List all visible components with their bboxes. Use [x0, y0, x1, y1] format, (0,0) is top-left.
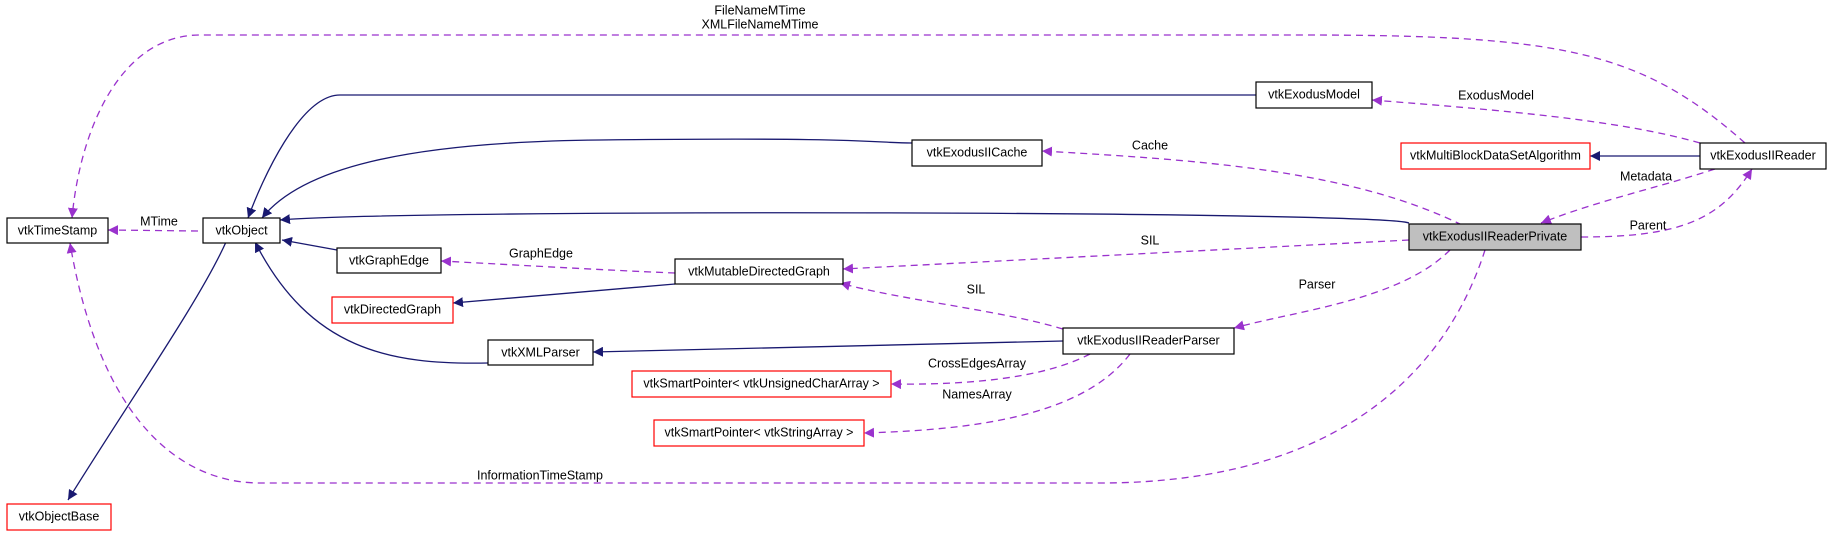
svg-text:vtkMutableDirectedGraph: vtkMutableDirectedGraph — [688, 264, 830, 278]
node-vtkgraphedge[interactable]: vtkGraphEdge — [336, 247, 442, 274]
svg-text:vtkSmartPointer< vtkUnsignedCh: vtkSmartPointer< vtkUnsignedCharArray > — [643, 376, 879, 390]
edge-object-mtime — [107, 225, 199, 236]
edge-mutabledirectedgraph-to-directedgraph — [452, 283, 676, 308]
label-filenamemtime: FileNameMTime — [714, 3, 805, 17]
node-vtkexodusiireaderparser[interactable]: vtkExodusIIReaderParser — [1062, 327, 1235, 355]
edge-readerparser-namesarray — [863, 353, 1131, 438]
node-vtktimestamp[interactable]: vtkTimeStamp — [6, 217, 109, 244]
node-vtksmartpointer-stringarray[interactable]: vtkSmartPointer< vtkStringArray > — [653, 419, 865, 447]
edge-exodusiireader-exodusmodel — [1371, 95, 1701, 144]
edge-mutablegraph-graphedge — [440, 256, 676, 274]
node-vtkobjectbase[interactable]: vtkObjectBase — [6, 503, 112, 531]
node-vtksmartpointer-unsignedchararray[interactable]: vtkSmartPointer< vtkUnsignedCharArray > — [631, 370, 892, 398]
svg-text:vtkTimeStamp: vtkTimeStamp — [18, 223, 97, 237]
edge-exodusiireader-filenamemtime — [67, 34, 1746, 219]
label-exodusmodel: ExodusModel — [1458, 88, 1534, 102]
node-vtkexodusiireader[interactable]: vtkExodusIIReader — [1699, 142, 1827, 170]
svg-text:vtkSmartPointer< vtkStringArra: vtkSmartPointer< vtkStringArray > — [665, 425, 854, 439]
label-graphedge: GraphEdge — [509, 246, 573, 260]
edge-readerparser-sil — [839, 280, 1064, 330]
svg-text:vtkExodusIIReader: vtkExodusIIReader — [1710, 148, 1816, 162]
node-vtkexodusmodel[interactable]: vtkExodusModel — [1255, 81, 1373, 109]
svg-text:vtkObject: vtkObject — [215, 223, 268, 237]
edge-readerprivate-informationtimestamp — [66, 242, 1486, 484]
label-mtime: MTime — [140, 214, 178, 228]
label-xmlfilenamemtime: XMLFileNameMTime — [702, 17, 819, 31]
label-cache: Cache — [1132, 138, 1168, 152]
label-sil-private: SIL — [1141, 233, 1160, 247]
label-informationtimestamp: InformationTimeStamp — [477, 468, 603, 482]
svg-text:vtkExodusModel: vtkExodusModel — [1268, 87, 1360, 101]
svg-text:vtkDirectedGraph: vtkDirectedGraph — [344, 302, 441, 316]
svg-text:vtkXMLParser: vtkXMLParser — [501, 345, 580, 359]
svg-text:vtkExodusIIReaderPrivate: vtkExodusIIReaderPrivate — [1423, 229, 1568, 243]
label-parent: Parent — [1630, 218, 1667, 232]
label-parser: Parser — [1299, 277, 1336, 291]
edge-readerprivate-to-object — [279, 212, 1410, 225]
edge-xmlparser-to-object — [254, 241, 489, 364]
edge-exodusiireader-metadata — [1540, 168, 1716, 225]
svg-text:vtkExodusIICache: vtkExodusIICache — [927, 145, 1028, 159]
svg-text:vtkMultiBlockDataSetAlgorithm: vtkMultiBlockDataSetAlgorithm — [1410, 148, 1581, 162]
node-vtkexodusiicache[interactable]: vtkExodusIICache — [911, 139, 1043, 167]
inheritance-edges — [67, 94, 1700, 501]
edge-readerparser-to-xmlparser — [592, 340, 1064, 357]
node-vtkexodusiireaderprivate[interactable]: vtkExodusIIReaderPrivate — [1408, 223, 1582, 251]
edge-graphedge-to-object — [281, 236, 338, 251]
svg-text:vtkExodusIIReaderParser: vtkExodusIIReaderParser — [1077, 333, 1219, 347]
edge-labels: FileNameMTime XMLFileNameMTime MTime Exo… — [140, 3, 1672, 482]
node-vtkmutabledirectedgraph[interactable]: vtkMutableDirectedGraph — [674, 258, 844, 285]
edge-readerprivate-parser — [1233, 249, 1451, 331]
svg-text:vtkGraphEdge: vtkGraphEdge — [349, 253, 429, 267]
edge-exodusiicache-to-object — [261, 138, 913, 219]
label-metadata: Metadata — [1620, 169, 1672, 183]
node-vtkobject[interactable]: vtkObject — [202, 217, 281, 244]
label-namesarray: NamesArray — [942, 387, 1012, 401]
svg-text:vtkObjectBase: vtkObjectBase — [19, 509, 100, 523]
edge-readerparser-crossedgesarray — [890, 353, 1091, 390]
node-vtkdirectedgraph[interactable]: vtkDirectedGraph — [331, 296, 454, 324]
node-vtkmultiblockdatasetalgorithm[interactable]: vtkMultiBlockDataSetAlgorithm — [1400, 142, 1591, 170]
node-vtkxmlparser[interactable]: vtkXMLParser — [487, 339, 594, 366]
label-sil-parser: SIL — [967, 282, 986, 296]
label-crossedgesarray: CrossEdgesArray — [928, 356, 1027, 370]
edge-readerprivate-sil — [842, 239, 1410, 274]
edge-exodusmodel-to-object — [246, 94, 1256, 219]
nodes: vtkTimeStamp vtkObject vtkObjectBase vtk… — [6, 81, 1827, 531]
edge-object-to-objectbase — [67, 241, 227, 501]
edge-readerprivate-parent — [1580, 168, 1753, 238]
edge-readerprivate-cache — [1041, 146, 1463, 226]
usage-edges — [66, 34, 1753, 484]
